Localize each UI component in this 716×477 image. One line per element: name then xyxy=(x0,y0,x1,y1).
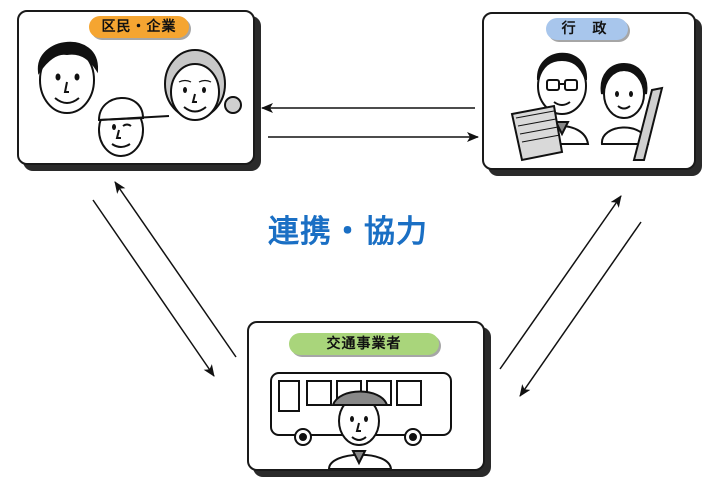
citizen-child-face xyxy=(97,97,170,157)
bus-driver xyxy=(327,390,393,469)
arrow-operator-to-government xyxy=(499,195,622,370)
government-label: 行 政 xyxy=(546,18,628,40)
government-illustration xyxy=(510,52,664,162)
arrow-government-to-operator xyxy=(519,221,642,397)
arrow-operator-to-citizens xyxy=(114,181,237,358)
citizens-card: 区民・企業 xyxy=(17,10,255,165)
arrow-citizens-to-operator xyxy=(92,199,215,377)
collaboration-title: 連携・協力 xyxy=(268,214,428,250)
operator-illustration xyxy=(270,372,452,469)
book-icon xyxy=(510,104,564,162)
citizen-elder-face xyxy=(164,49,242,121)
government-card: 行 政 xyxy=(482,12,696,170)
operator-label: 交通事業者 xyxy=(289,333,439,355)
operator-card: 交通事業者 xyxy=(247,321,485,471)
rolled-map-icon xyxy=(632,86,664,161)
citizens-label: 区民・企業 xyxy=(89,16,189,38)
citizens-illustration xyxy=(37,41,242,157)
citizen-man-face xyxy=(37,41,99,114)
